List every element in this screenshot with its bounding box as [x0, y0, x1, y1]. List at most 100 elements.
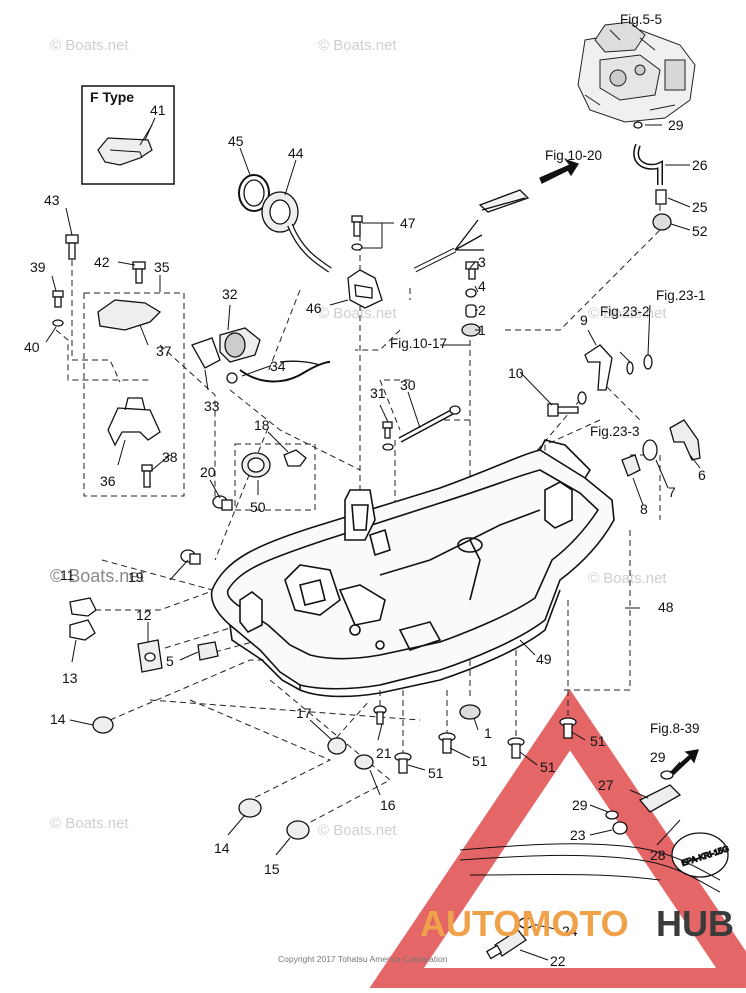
callout-43[interactable]: 43 [44, 192, 60, 208]
part-45-oring[interactable] [238, 174, 270, 212]
part-5-block[interactable] [197, 641, 219, 661]
callout-14[interactable]: 14 [50, 711, 66, 727]
part-24-oring[interactable] [518, 917, 534, 929]
fig-ref-10-17[interactable]: Fig.10-17 [390, 336, 447, 351]
part-11-clip[interactable] [69, 597, 97, 617]
part-14-plug[interactable] [92, 716, 114, 734]
callout-51-d[interactable]: 51 [590, 733, 606, 749]
part-7-washer[interactable] [642, 439, 658, 461]
callout-29[interactable]: 29 [668, 117, 684, 133]
part-1-grommet[interactable] [459, 704, 481, 720]
callout-13[interactable]: 13 [62, 670, 78, 686]
callout-5[interactable]: 5 [166, 653, 174, 669]
part-16-washer[interactable] [354, 754, 374, 770]
callout-17[interactable]: 17 [296, 705, 312, 721]
callout-50[interactable]: 50 [250, 499, 266, 515]
part-18-clip[interactable] [283, 449, 307, 467]
callout-7[interactable]: 7 [668, 484, 676, 500]
callout-51-a[interactable]: 51 [428, 765, 444, 781]
callout-41[interactable]: 41 [150, 102, 166, 118]
part-34-wire[interactable] [239, 361, 331, 383]
part-22-connector[interactable] [485, 929, 527, 960]
callout-36[interactable]: 36 [100, 473, 116, 489]
callout-38[interactable]: 38 [162, 449, 178, 465]
part-21-screw[interactable] [373, 705, 387, 725]
fig-ref-23-3[interactable]: Fig.23-3 [590, 424, 640, 439]
part-23-washer[interactable] [612, 821, 628, 835]
callout-6[interactable]: 6 [698, 467, 706, 483]
fig10-20-cable[interactable] [413, 189, 530, 273]
part-29-clip[interactable] [633, 121, 643, 129]
part-25-fitting[interactable] [655, 189, 667, 205]
callout-51-c[interactable]: 51 [540, 759, 556, 775]
part-51-bolt[interactable] [438, 732, 456, 754]
callout-2[interactable]: 2 [478, 302, 486, 318]
part-10-bolt[interactable] [547, 391, 587, 417]
callout-32[interactable]: 32 [222, 286, 238, 302]
callout-23[interactable]: 23 [570, 827, 586, 843]
part-9-lever[interactable] [584, 344, 613, 391]
part-4-washer[interactable] [465, 288, 477, 298]
callout-8[interactable]: 8 [640, 501, 648, 517]
part-39-screw[interactable] [52, 290, 64, 308]
fig-ref-23-2[interactable]: Fig.23-2 [600, 304, 650, 319]
callout-12[interactable]: 12 [136, 607, 152, 623]
part-20-plug[interactable] [212, 495, 233, 511]
part-14-plug[interactable] [238, 798, 262, 818]
callout-46[interactable]: 46 [306, 300, 322, 316]
callout-22[interactable]: 22 [550, 953, 566, 969]
part-15-plug[interactable] [286, 820, 310, 840]
part-28-tag[interactable] [671, 832, 729, 878]
part-36-bracket[interactable] [107, 407, 161, 447]
callout-48[interactable]: 48 [658, 599, 674, 615]
part-43-bolt[interactable] [65, 234, 79, 260]
part-37-cap[interactable] [97, 299, 162, 331]
callout-1[interactable]: 1 [478, 322, 486, 338]
callout-1-b[interactable]: 1 [484, 725, 492, 741]
part-19-plug[interactable] [180, 549, 201, 565]
part-38-screw[interactable] [141, 464, 153, 488]
part-51-bolt[interactable] [507, 737, 525, 759]
part-6-handle[interactable] [669, 419, 701, 461]
part-30-cable[interactable] [398, 405, 461, 443]
callout-31[interactable]: 31 [370, 385, 386, 401]
callout-47[interactable]: 47 [400, 215, 416, 231]
bottom-cowl[interactable] [210, 439, 615, 698]
fig-ref-5-5[interactable]: Fig.5-5 [620, 12, 662, 27]
part-32-switch[interactable] [219, 327, 261, 363]
callout-3[interactable]: 3 [478, 254, 486, 270]
engine-reference[interactable] [577, 21, 696, 123]
callout-45[interactable]: 45 [228, 133, 244, 149]
callout-33[interactable]: 33 [204, 398, 220, 414]
callout-51-b[interactable]: 51 [472, 753, 488, 769]
callout-29-c[interactable]: 29 [572, 797, 588, 813]
callout-37[interactable]: 37 [156, 343, 172, 359]
callout-14-b[interactable]: 14 [214, 840, 230, 856]
part-8-collar[interactable] [621, 454, 641, 477]
part-13-clip[interactable] [69, 619, 96, 641]
callout-42[interactable]: 42 [94, 254, 110, 270]
part-3-screw[interactable] [465, 261, 479, 280]
callout-40[interactable]: 40 [24, 339, 40, 355]
part-17-collar[interactable] [327, 737, 347, 755]
callout-28[interactable]: 28 [650, 847, 666, 863]
callout-20[interactable]: 20 [200, 464, 216, 480]
part-2-collar[interactable] [465, 304, 477, 318]
part-29-clip[interactable] [605, 810, 619, 820]
callout-34[interactable]: 34 [270, 358, 286, 374]
callout-26[interactable]: 26 [692, 157, 708, 173]
callout-44[interactable]: 44 [288, 145, 304, 161]
part-33-plate[interactable] [191, 337, 221, 369]
part-51-bolt[interactable] [394, 752, 412, 774]
callout-4[interactable]: 4 [478, 278, 486, 294]
part-27-fitting[interactable] [638, 784, 682, 813]
part-31-screw[interactable] [382, 421, 394, 451]
callout-24[interactable]: 24 [562, 923, 578, 939]
callout-18[interactable]: 18 [254, 417, 270, 433]
callout-29-b[interactable]: 29 [650, 749, 666, 765]
callout-35[interactable]: 35 [154, 259, 170, 275]
part-40-washer[interactable] [52, 319, 64, 327]
part-42-bolt[interactable] [132, 261, 146, 284]
fig-ref-8-39[interactable]: Fig.8-39 [650, 721, 700, 736]
callout-11[interactable]: 11 [60, 567, 75, 583]
